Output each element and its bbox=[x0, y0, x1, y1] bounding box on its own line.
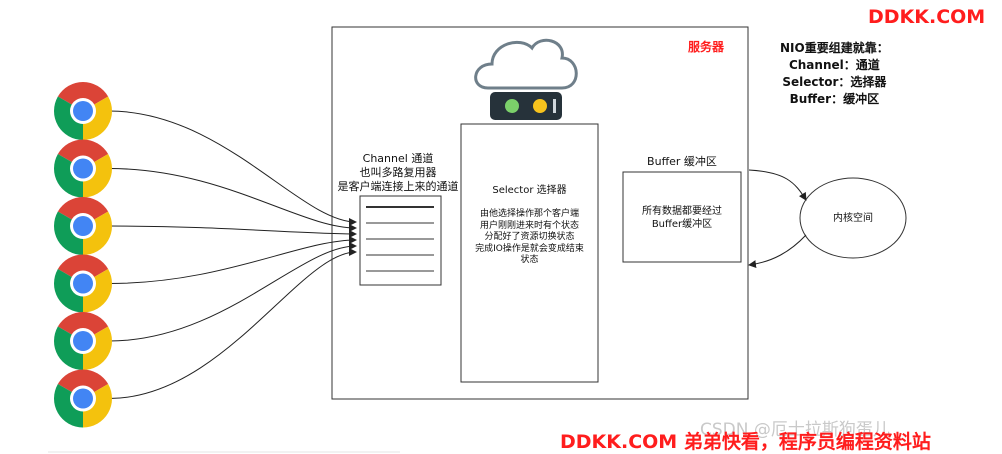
watermark-top: DDKK.COM bbox=[868, 6, 986, 28]
selector-desc-line: 分配好了资源切换状态 bbox=[484, 232, 575, 242]
nio-note-selector: Selector：选择器 bbox=[782, 75, 887, 89]
selector-desc-line: 状态 bbox=[520, 255, 539, 265]
selector-description: 由他选择操作那个客户端 用户刚刚进来时有个状态 分配好了资源切换状态 完成IO操… bbox=[461, 209, 598, 267]
buffer-to-kernel-arrow bbox=[748, 169, 807, 201]
server-device-icon bbox=[490, 92, 562, 120]
chrome-browser-icon bbox=[54, 254, 113, 313]
channel-label: Channel 通道 也叫多路复用器 是客户端连接上来的通道 bbox=[328, 152, 468, 194]
selector-desc-line: 完成IO操作是就会变成结束 bbox=[475, 243, 584, 254]
buffer-description: 所有数据都要经过 Buffer缓冲区 bbox=[623, 205, 741, 231]
client-to-channel-arrow bbox=[108, 225, 357, 238]
client-icons bbox=[54, 82, 113, 428]
selector-box bbox=[460, 123, 599, 383]
client-to-channel-arrow bbox=[108, 242, 357, 342]
server-box bbox=[331, 26, 749, 400]
selector-title: Selector 选择器 bbox=[492, 185, 567, 196]
channel-title: Channel 通道 bbox=[362, 152, 434, 165]
client-to-channel-arrow bbox=[108, 110, 357, 226]
buffer-desc-line: Buffer缓冲区 bbox=[651, 219, 713, 230]
selector-desc-line: 由他选择操作那个客户端 bbox=[479, 209, 579, 219]
server-label: 服务器 bbox=[688, 40, 725, 54]
nio-note-channel: Channel：通道 bbox=[788, 58, 880, 72]
client-to-channel-arrow bbox=[108, 248, 357, 399]
watermark-csdn: CSDN @厄士拉斯狗蛋儿 bbox=[700, 420, 890, 440]
kernel-to-buffer-arrow bbox=[748, 234, 807, 269]
cloud-icon bbox=[474, 38, 578, 90]
selector-desc-line: 用户刚刚进来时有个状态 bbox=[479, 220, 579, 231]
watermark-bottom: DDKK.COM 弟弟快看，程序员编程资料站 bbox=[560, 431, 931, 453]
client-arrows bbox=[108, 110, 357, 399]
nio-note-buffer: Buffer：缓冲区 bbox=[789, 92, 880, 106]
channel-lines bbox=[366, 206, 434, 272]
client-to-channel-arrow bbox=[108, 236, 357, 284]
client-to-channel-arrow bbox=[108, 168, 357, 232]
buffer-box bbox=[622, 171, 742, 263]
kernel-space-ellipse bbox=[799, 177, 907, 259]
chrome-browser-icon bbox=[54, 197, 113, 255]
chrome-browser-icon bbox=[54, 369, 113, 428]
chrome-browser-icon bbox=[54, 312, 113, 370]
yellow-light-icon bbox=[533, 99, 547, 113]
chrome-browser-icon bbox=[54, 82, 113, 140]
chrome-browser-icon bbox=[54, 139, 113, 198]
green-light-icon bbox=[505, 99, 519, 113]
buffer-title: Buffer 缓冲区 bbox=[647, 155, 717, 168]
nio-components-note: NIO重要组建就靠： Channel：通道 Selector：选择器 Buffe… bbox=[780, 40, 889, 108]
channel-box bbox=[359, 195, 442, 286]
channel-subtitle: 也叫多路复用器 bbox=[359, 166, 437, 179]
channel-description: 是客户端连接上来的通道 bbox=[337, 180, 459, 193]
buffer-desc-line: 所有数据都要经过 bbox=[642, 206, 722, 217]
nio-note-title: NIO重要组建就靠： bbox=[780, 41, 889, 55]
kernel-space-label: 内核空间 bbox=[833, 213, 873, 224]
